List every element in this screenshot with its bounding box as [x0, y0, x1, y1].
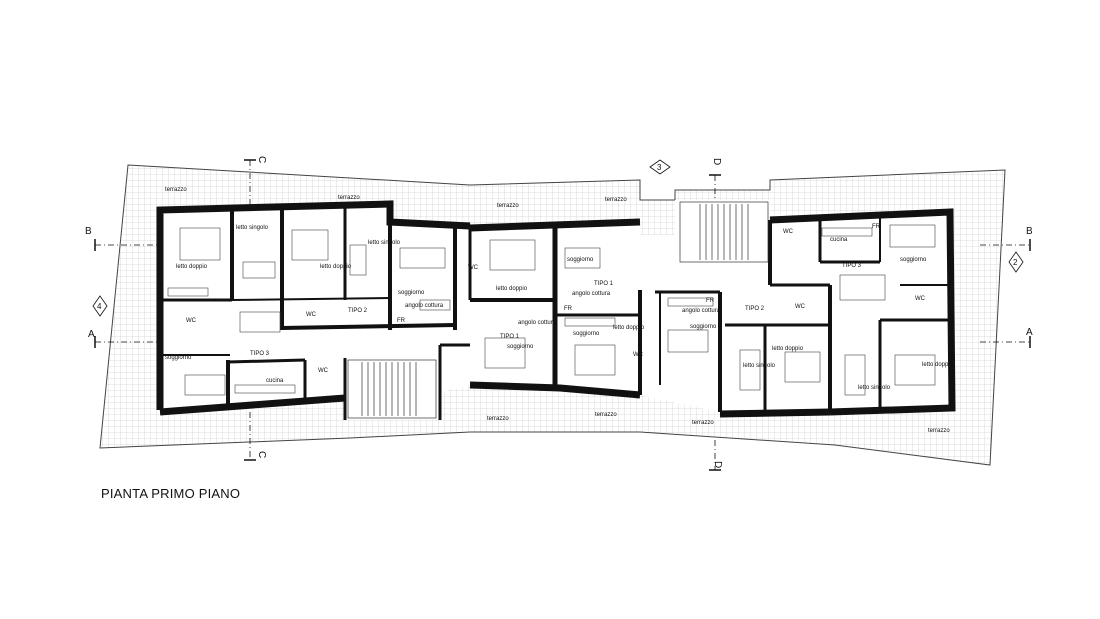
section-label-c-bottom: C	[256, 451, 267, 458]
label-soggiorno-2: soggiorno	[567, 257, 594, 263]
label-wc-6: WC	[783, 229, 794, 235]
plan-title: PIANTA PRIMO PIANO	[101, 486, 241, 501]
section-lines	[95, 160, 1030, 470]
staircase-west	[347, 359, 437, 419]
exterior-walls	[156, 200, 956, 418]
label-tipo3-2: TIPO 3	[842, 263, 862, 269]
label-terrazzo-7: terrazzo	[692, 420, 714, 426]
label-wc-7: WC	[795, 304, 806, 310]
label-letto-singolo-3: letto singolo	[743, 363, 776, 369]
label-terrazzo-8: terrazzo	[928, 428, 950, 434]
label-fr-2: FR	[564, 306, 573, 312]
label-tipo3-1: TIPO 3	[250, 351, 270, 357]
label-wc-4: WC	[318, 368, 329, 374]
label-fr-1: FR	[397, 318, 406, 324]
section-label-d-bottom: D	[712, 461, 723, 468]
label-soggiorno-7: soggiorno	[165, 355, 192, 361]
furniture	[167, 224, 936, 396]
label-terrazzo-3: terrazzo	[497, 203, 519, 209]
label-soggiorno-5: soggiorno	[690, 324, 717, 330]
axis-label-2: 2	[1013, 258, 1018, 267]
section-label-a-left: A	[88, 329, 95, 340]
label-cucina-1: cucina	[266, 378, 284, 384]
label-fr-3: FR	[706, 298, 715, 304]
label-soggiorno-4: soggiorno	[573, 331, 600, 337]
axis-label-4: 4	[97, 302, 102, 311]
label-tipo2-2: TIPO 2	[745, 306, 765, 312]
label-letto-singolo-4: letto singolo	[858, 385, 891, 391]
label-angolo-cottura-3: angolo cottura	[518, 320, 557, 326]
label-terrazzo-4: terrazzo	[605, 197, 627, 203]
label-cucina-2: cucina	[830, 237, 848, 243]
section-label-c-top: C	[256, 156, 267, 163]
section-ticks	[94, 159, 1031, 471]
label-letto-doppio-2: letto doppio	[320, 264, 352, 270]
label-fr-4: FR	[872, 224, 881, 230]
label-wc-1: WC	[186, 318, 197, 324]
room-labels: terrazzo terrazzo terrazzo terrazzo terr…	[165, 187, 954, 434]
label-terrazzo-2: terrazzo	[338, 195, 360, 201]
label-letto-doppio-6: letto doppio	[922, 362, 954, 368]
section-label-b-right: B	[1026, 226, 1033, 237]
label-soggiorno-6: soggiorno	[900, 257, 927, 263]
label-letto-doppio-3: letto doppio	[496, 286, 528, 292]
interior-walls	[160, 208, 950, 420]
label-letto-doppio-1: letto doppio	[176, 264, 208, 270]
section-label-b-left: B	[85, 226, 92, 237]
label-letto-singolo-1: letto singolo	[236, 225, 269, 231]
label-tipo1-2: TIPO 1	[500, 334, 520, 340]
label-terrazzo-1: terrazzo	[165, 187, 187, 193]
axis-marker-3	[649, 159, 671, 175]
axis-marker-2	[1008, 251, 1024, 273]
label-letto-doppio-5: letto doppio	[772, 346, 804, 352]
axis-marker-4	[92, 295, 108, 317]
label-soggiorno-3: soggiorno	[507, 344, 534, 350]
label-terrazzo-5: terrazzo	[487, 416, 509, 422]
label-wc-5: WC	[633, 352, 644, 358]
label-letto-doppio-4: letto doppio	[613, 325, 645, 331]
label-tipo2-1: TIPO 2	[348, 308, 368, 314]
label-angolo-cottura-4: angolo cottura	[682, 308, 721, 314]
label-wc-2: WC	[306, 312, 317, 318]
section-label-a-right: A	[1026, 327, 1033, 338]
label-tipo1-1: TIPO 1	[594, 281, 614, 287]
label-terrazzo-6: terrazzo	[595, 412, 617, 418]
section-label-d-top: D	[711, 158, 722, 165]
label-angolo-cottura-1: angolo cottura	[405, 303, 444, 309]
label-soggiorno-1: soggiorno	[398, 290, 425, 296]
label-letto-singolo-2: letto singolo	[368, 240, 401, 246]
label-angolo-cottura-2: angolo cottura	[572, 291, 611, 297]
label-wc-3: WC	[468, 265, 479, 271]
label-wc-8: WC	[915, 296, 926, 302]
staircase-center	[679, 201, 769, 263]
axis-label-3: 3	[657, 163, 662, 172]
